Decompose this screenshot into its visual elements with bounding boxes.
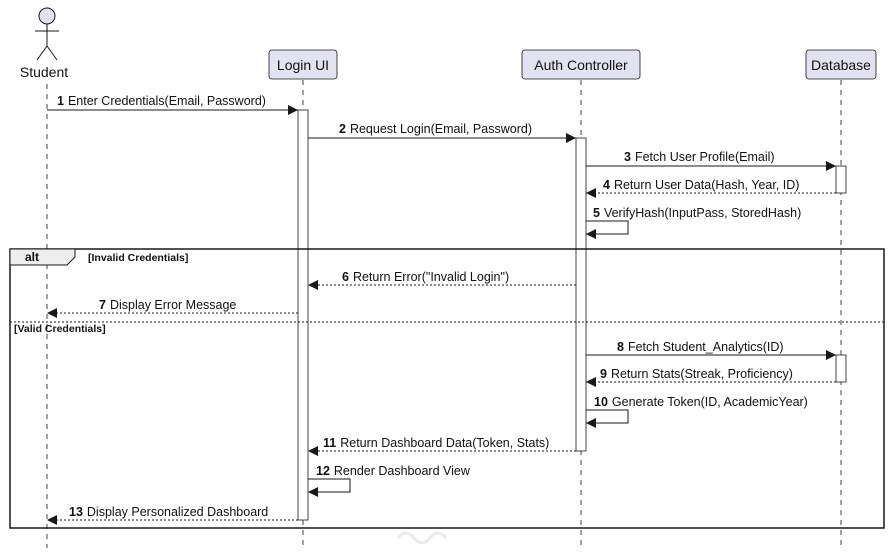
actor-student: Student (20, 7, 68, 80)
alt-fragment: alt [Invalid Credentials] [Valid Credent… (9, 248, 885, 529)
alt-operator: alt (25, 250, 39, 264)
activation-login-ui (297, 109, 309, 521)
svg-text:Database: Database (811, 57, 871, 73)
participant-database: Database (805, 49, 877, 80)
activation-database-1 (835, 165, 847, 194)
alt-guard-1: [Invalid Credentials] (88, 252, 188, 264)
actor-head-icon (38, 7, 56, 25)
activation-auth-controller (575, 137, 587, 452)
svg-text:Login UI: Login UI (277, 57, 329, 73)
participant-auth-controller: Auth Controller (521, 49, 641, 80)
alt-guard-2: [Valid Credentials] (14, 323, 106, 335)
actor-label: Student (20, 64, 68, 80)
watermark-logo (396, 531, 448, 545)
participant-login-ui: Login UI (268, 49, 338, 80)
svg-text:Auth Controller: Auth Controller (534, 57, 628, 73)
activation-database-2 (835, 354, 847, 383)
